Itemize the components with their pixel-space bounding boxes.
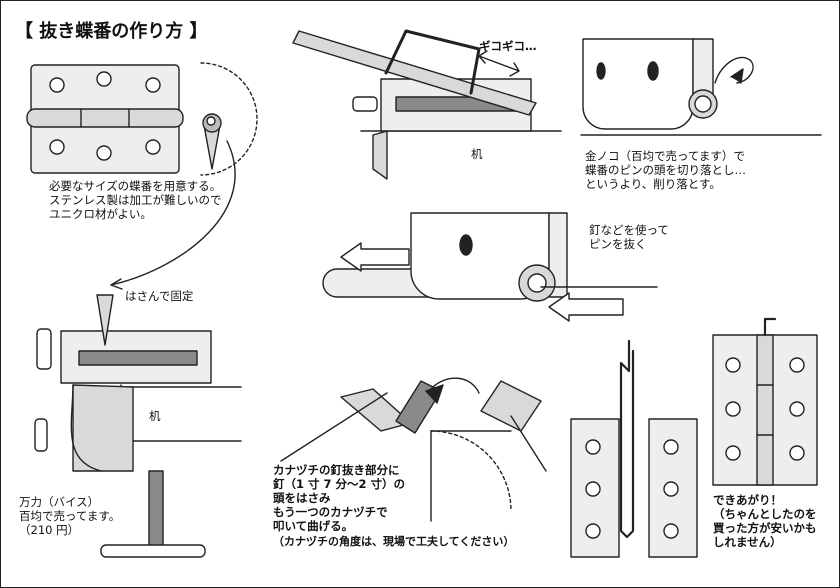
vise-note-line-3: （210 円） (19, 523, 80, 537)
saw-note-line-1: 金ノコ（百均で売ってます）で (585, 149, 745, 163)
hinge-pin-drawing (202, 113, 222, 170)
desk-label-top: 机 (471, 147, 483, 161)
step1-text-line-3: ユニクロ材がよい。 (49, 207, 152, 221)
step1-text-line-1: 必要なサイズの蝶番を用意する。 (49, 179, 222, 193)
vise-note-line-2: 百均で売ってます。 (19, 509, 121, 523)
done-note-line-3: 買った方が安いかも (713, 521, 817, 535)
hammer-note-line-3: 頭をはさみ (273, 491, 331, 505)
vise-note-line-1: 万力（バイス） (19, 495, 100, 509)
done-note-line-1: できあがり！ (713, 493, 782, 507)
page-title: 【 抜き蝶番の作り方 】 (15, 21, 208, 42)
hammer-note-line-5: 叩いて曲げる。 (273, 519, 354, 533)
saw-note-line-3: というより、削り落とす。 (585, 177, 721, 191)
flow-arrow-1 (110, 140, 236, 286)
pin-note-line-1: 釘などを使って (589, 223, 669, 237)
hammer-note-line-4: もう一つのカナヅチで (273, 505, 388, 519)
flat-hinge-drawing (26, 64, 184, 174)
pin-note-line-2: ピンを抜く (589, 237, 647, 251)
flow-arrow-1-head (110, 278, 123, 290)
step1-text-line-2: ステンレス製は加工が難しいので (49, 193, 222, 207)
desk-label-bottom: 机 (149, 409, 161, 423)
done-note-line-2: （ちゃんとしたのを (713, 507, 817, 521)
rotation-guide (200, 62, 258, 176)
saw-note-line-2: 蝶番のピンの頭を切り落とし… (585, 163, 746, 177)
assembled-hinge-drawing (712, 317, 818, 486)
hammer-note-line-2: 釘（1 寸 7 分～2 寸）の (273, 477, 406, 491)
pin-head-cut-drawing (580, 38, 822, 136)
done-note-line-4: しれません） (713, 535, 782, 549)
saw-sound-label: ギコギコ… (479, 39, 537, 53)
clamp-label: はさんで固定 (125, 289, 194, 303)
hammer-note-line-6: （カナヅチの角度は、現場で工夫してください） (273, 535, 515, 548)
finished-hinge-parts-drawing (570, 339, 698, 558)
vise-clamp-drawing (34, 294, 242, 558)
hammer-note-line-1: カナヅチの釘抜き部分に (273, 463, 400, 477)
saw-vise-drawing (292, 29, 562, 180)
pin-removal-drawing (322, 212, 658, 322)
hammer-bending-drawing (280, 377, 547, 522)
